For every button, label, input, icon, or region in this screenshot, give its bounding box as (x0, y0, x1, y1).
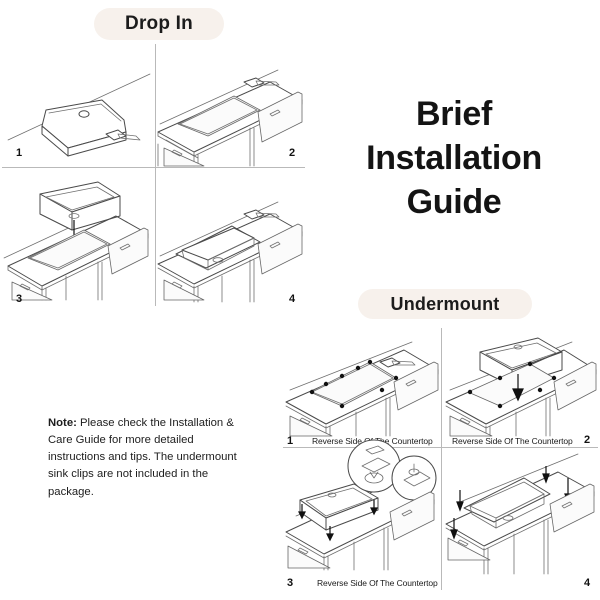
undermount-badge-label: Undermount (390, 293, 500, 314)
page-title-line-2: Installation (366, 139, 542, 178)
page-title: Brief Installation Guide (312, 92, 596, 225)
drop-in-step-4-illustration (157, 201, 303, 303)
note-block: Note: Please check the Installation & Ca… (48, 415, 253, 501)
page-title-line-3: Guide (406, 183, 502, 222)
note-label: Note: (48, 417, 77, 429)
note-body: Please check the Installation & Care Gui… (48, 417, 237, 498)
drop-in-section-badge: Drop In (94, 8, 224, 40)
drop-in-step-3-illustration (3, 181, 149, 301)
undermount-step-2-caption: Reverse Side Of The Countertop (452, 436, 573, 446)
undermount-section-badge: Undermount (358, 289, 532, 319)
drop-in-step-3-number: 3 (16, 293, 23, 305)
undermount-step-4-illustration (445, 453, 595, 575)
drop-in-step-1-number: 1 (16, 147, 23, 159)
undermount-step-3-illustration (285, 439, 437, 571)
undermount-step-4-number: 4 (584, 577, 591, 589)
drop-in-step-4-number: 4 (289, 293, 296, 305)
undermount-step-1-illustration (285, 341, 439, 437)
undermount-step-3-caption: Reverse Side Of The Countertop (317, 578, 438, 588)
drop-in-step-1-illustration (7, 73, 151, 157)
drop-in-badge-label: Drop In (125, 13, 193, 34)
undermount-step-3-number: 3 (287, 577, 294, 589)
drop-in-step-2-number: 2 (289, 147, 296, 159)
undermount-step-1-number: 1 (287, 435, 294, 447)
drop-in-grid-horizontal-divider (2, 167, 305, 168)
drop-in-grid-vertical-divider (155, 44, 156, 306)
undermount-grid-horizontal-divider (283, 447, 598, 448)
page-title-line-1: Brief (416, 95, 492, 133)
undermount-step-2-number: 2 (584, 434, 591, 446)
drop-in-step-2-illustration (157, 69, 303, 167)
undermount-step-2-illustration (445, 337, 597, 437)
undermount-grid-vertical-divider (441, 328, 442, 590)
